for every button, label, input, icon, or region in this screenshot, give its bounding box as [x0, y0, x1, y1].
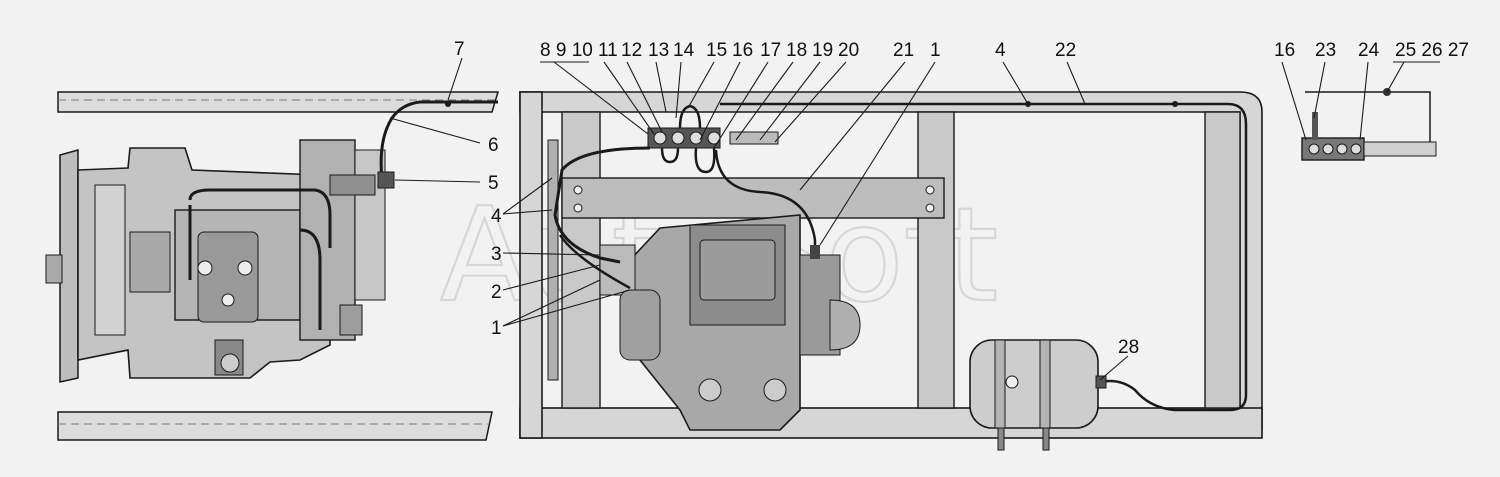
callout-12: 12	[621, 40, 642, 61]
left-top-rail	[57, 91, 500, 113]
callout-13: 13	[648, 40, 669, 61]
callout-3: 3	[491, 244, 502, 265]
air-line-main	[720, 102, 1248, 412]
left-air-hose	[379, 100, 498, 181]
callout-1-top: 1	[930, 40, 941, 61]
callout-labels: 7 6 5 4 3 2 1 8 9 10 11 12 13 14 15 16 1…	[454, 39, 1469, 358]
air-line-to-case	[714, 149, 817, 252]
callout-16: 16	[732, 40, 753, 61]
callout-15: 15	[706, 40, 727, 61]
right-inset	[1301, 88, 1437, 161]
cross-member-3	[1204, 111, 1241, 409]
callout-4-top: 4	[995, 40, 1006, 61]
callout-8-9-10: 8 9 10	[540, 40, 593, 61]
callout-11: 11	[598, 40, 618, 61]
callout-7: 7	[454, 39, 465, 60]
callout-6: 6	[488, 135, 499, 156]
cross-member-2	[917, 111, 955, 409]
transverse-beam	[561, 177, 945, 219]
callout-23: 23	[1315, 40, 1336, 61]
callout-22: 22	[1055, 40, 1076, 61]
callout-21: 21	[893, 40, 914, 61]
middle-view	[519, 91, 1263, 451]
callout-24: 24	[1358, 40, 1380, 61]
left-bottom-rail	[57, 411, 493, 441]
air-line-left	[553, 146, 651, 264]
callout-19: 19	[812, 40, 833, 61]
leader-lines	[389, 57, 1440, 381]
callout-25-26-27: 25 26 27	[1395, 40, 1469, 61]
callout-2: 2	[491, 282, 502, 303]
air-receiver	[969, 339, 1099, 429]
callout-28: 28	[1118, 337, 1139, 358]
callout-1-left: 1	[491, 318, 502, 339]
main-frame-bottom	[519, 407, 1263, 439]
callout-14: 14	[673, 40, 695, 61]
callout-4-left: 4	[491, 206, 502, 227]
callout-18: 18	[786, 40, 807, 61]
left-flywheel-housing	[59, 149, 79, 383]
left-view	[45, 91, 500, 441]
cross-member-1	[561, 111, 601, 409]
callout-17: 17	[760, 40, 781, 61]
callout-20: 20	[838, 40, 859, 61]
callout-16-right: 16	[1274, 40, 1295, 61]
callout-5: 5	[488, 173, 499, 194]
